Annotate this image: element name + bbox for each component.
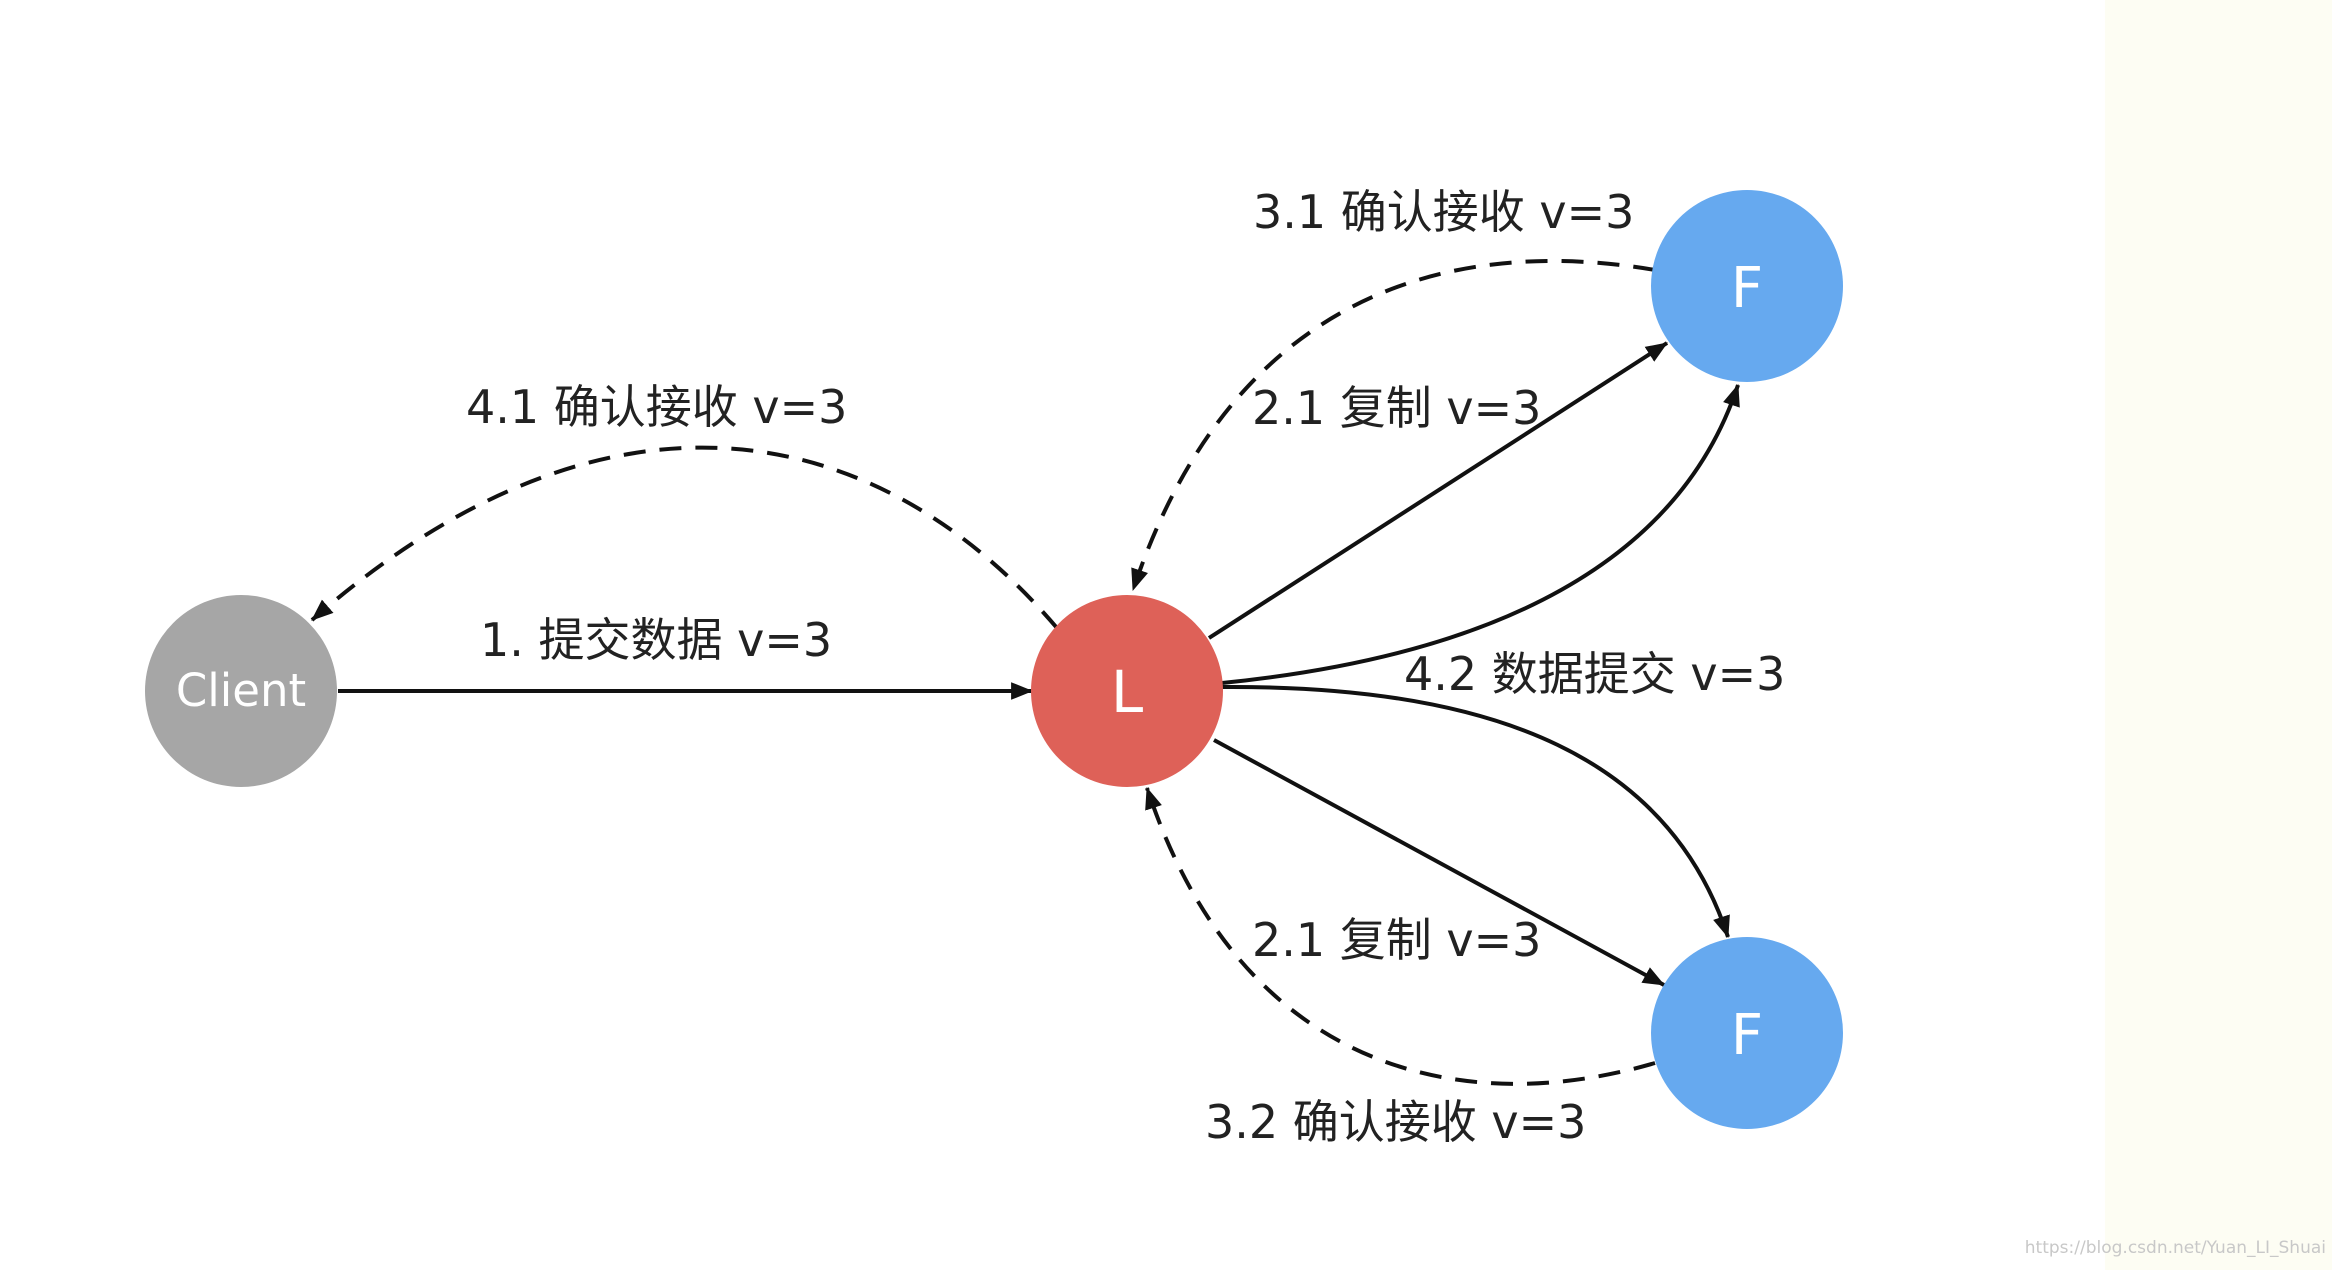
follower-bottom-node: F <box>1651 937 1843 1129</box>
leader-label: L <box>1111 658 1143 726</box>
client-node: Client <box>145 595 337 787</box>
leader-circle <box>1031 595 1223 787</box>
edge-replicate-top-line <box>1207 341 1669 640</box>
edge-label-commit: 4.2 数据提交 v=3 <box>1404 647 1785 701</box>
watermark: https://blog.csdn.net/Yuan_LI_Shuai <box>2024 1238 2326 1258</box>
client-label: Client <box>176 664 306 717</box>
follower-bottom-label: F <box>1731 1003 1763 1068</box>
leader-node: L <box>1031 595 1223 787</box>
client-circle <box>145 595 337 787</box>
edge-ack-top-curve <box>1131 258 1656 592</box>
edge-label-submit: 1. 提交数据 v=3 <box>480 613 832 667</box>
follower-top-node: F <box>1651 190 1843 382</box>
follower-bottom-circle <box>1651 937 1843 1129</box>
edge-commit-bottom-curve <box>1221 684 1730 939</box>
edge-label-ack-bottom: 3.2 确认接收 v=3 <box>1205 1095 1586 1149</box>
edge-replicate-bottom-line <box>1213 738 1665 987</box>
edge-label-ack-client: 4.1 确认接收 v=3 <box>466 380 847 434</box>
right-margin-strip <box>2105 0 2332 1270</box>
edge-label-ack-top: 3.1 确认接收 v=3 <box>1253 185 1634 239</box>
edge-label-replicate-bottom: 2.1 复制 v=3 <box>1252 913 1541 967</box>
edge-ack-bottom-curve <box>1145 786 1656 1086</box>
follower-top-circle <box>1651 190 1843 382</box>
edge-label-replicate-top: 2.1 复制 v=3 <box>1252 381 1541 435</box>
follower-top-label: F <box>1731 256 1763 321</box>
edge-commit-top-curve <box>1221 383 1740 685</box>
edge-ack-client-curve <box>310 445 1059 630</box>
